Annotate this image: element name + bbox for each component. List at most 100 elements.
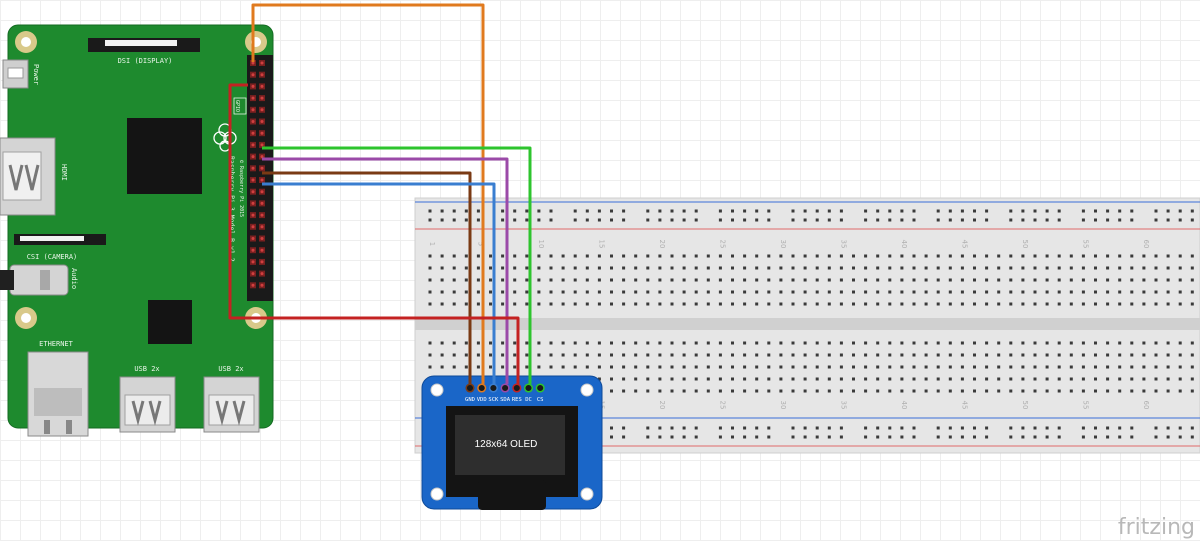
breadboard-hole: [997, 302, 1001, 306]
breadboard-hole: [440, 266, 444, 270]
hdmi-label: HDMI: [60, 164, 68, 181]
breadboard-hole: [1021, 290, 1025, 294]
usb2-label: USB 2x: [218, 365, 243, 373]
breadboard-hole: [682, 254, 686, 258]
breadboard-hole: [622, 377, 626, 381]
breadboard-hole: [973, 353, 976, 357]
breadboard-hole: [815, 341, 819, 345]
breadboard-hole: [815, 266, 819, 270]
breadboard-hole: [1166, 377, 1170, 381]
breadboard-hole: [585, 365, 589, 369]
breadboard-hole: [501, 290, 505, 294]
breadboard-hole: [476, 341, 480, 345]
breadboard-hole: [803, 209, 807, 213]
breadboard-hole: [1009, 435, 1013, 439]
breadboard-hole: [1166, 389, 1170, 393]
breadboard-hole: [815, 254, 819, 258]
breadboard-hole: [779, 341, 783, 345]
breadboard-hole: [815, 353, 819, 357]
breadboard-hole: [585, 254, 589, 258]
breadboard-hole: [1057, 365, 1061, 369]
column-number-top: 45: [960, 240, 968, 249]
breadboard-hole: [1190, 302, 1194, 306]
breadboard-hole: [900, 278, 904, 282]
breadboard-hole: [428, 365, 432, 369]
breadboard-hole: [573, 218, 577, 222]
breadboard-hole: [852, 254, 855, 258]
breadboard-hole: [452, 341, 456, 345]
breadboard-hole: [622, 290, 626, 294]
breadboard-hole: [852, 266, 855, 270]
breadboard-hole: [1045, 389, 1049, 393]
breadboard-hole: [1166, 254, 1170, 258]
breadboard-hole: [888, 389, 892, 393]
breadboard-hole: [464, 266, 468, 270]
breadboard-hole: [1142, 377, 1146, 381]
breadboard-hole: [888, 302, 892, 306]
breadboard-hole: [731, 302, 734, 306]
breadboard-hole: [1118, 290, 1122, 294]
breadboard-hole: [864, 278, 868, 282]
breadboard-hole: [936, 341, 940, 345]
breadboard-hole: [912, 426, 916, 430]
breadboard-hole: [476, 266, 480, 270]
breadboard-hole: [997, 353, 1001, 357]
breadboard-hole: [694, 278, 698, 282]
breadboard-hole: [501, 266, 505, 270]
breadboard-hole: [513, 290, 517, 294]
breadboard-hole: [767, 209, 771, 213]
breadboard-hole: [682, 278, 686, 282]
breadboard-hole: [791, 377, 795, 381]
breadboard-hole: [1009, 365, 1013, 369]
breadboard-hole: [622, 341, 626, 345]
breadboard-hole: [1057, 266, 1061, 270]
breadboard-hole: [1142, 278, 1146, 282]
breadboard-hole: [815, 377, 819, 381]
breadboard-hole: [622, 435, 626, 439]
breadboard-hole: [489, 266, 492, 270]
breadboard-hole: [476, 365, 480, 369]
breadboard-hole: [1130, 353, 1134, 357]
breadboard-hole: [767, 290, 771, 294]
ethernet-port: [27, 351, 89, 437]
breadboard-hole: [1094, 389, 1097, 393]
breadboard-hole: [428, 353, 432, 357]
breadboard-hole: [1130, 209, 1134, 213]
breadboard-hole: [755, 209, 759, 213]
breadboard-hole: [489, 365, 492, 369]
breadboard-hole: [997, 290, 1001, 294]
breadboard-hole: [585, 341, 589, 345]
oled-pin-label: CS: [537, 397, 544, 403]
gpio-label: GPIO: [234, 100, 240, 112]
breadboard-hole: [852, 365, 855, 369]
breadboard-hole: [755, 377, 759, 381]
breadboard-hole: [743, 341, 747, 345]
breadboard-hole: [985, 209, 989, 213]
breadboard-hole: [888, 218, 892, 222]
column-number-top: 10: [537, 240, 545, 249]
breadboard-hole: [1106, 389, 1110, 393]
breadboard-hole: [537, 278, 541, 282]
breadboard-hole: [585, 290, 589, 294]
breadboard-hole: [1021, 302, 1025, 306]
breadboard-hole: [948, 426, 952, 430]
breadboard-hole: [610, 341, 613, 345]
breadboard-hole: [610, 426, 613, 430]
breadboard-hole: [731, 435, 734, 439]
column-number-top: 60: [1142, 240, 1150, 249]
breadboard-hole: [1045, 377, 1049, 381]
oled-display: [455, 415, 565, 475]
breadboard-hole: [876, 435, 880, 439]
breadboard-hole: [597, 266, 601, 270]
breadboard-hole: [440, 302, 444, 306]
breadboard-hole: [1081, 341, 1085, 345]
breadboard-hole: [452, 302, 456, 306]
breadboard-hole: [634, 266, 638, 270]
breadboard-hole: [767, 389, 771, 393]
breadboard-hole: [1142, 302, 1146, 306]
breadboard-hole: [537, 353, 541, 357]
breadboard-hole: [731, 290, 734, 294]
breadboard-hole: [1190, 218, 1194, 222]
breadboard-hole: [1069, 254, 1073, 258]
breadboard-hole: [537, 341, 541, 345]
